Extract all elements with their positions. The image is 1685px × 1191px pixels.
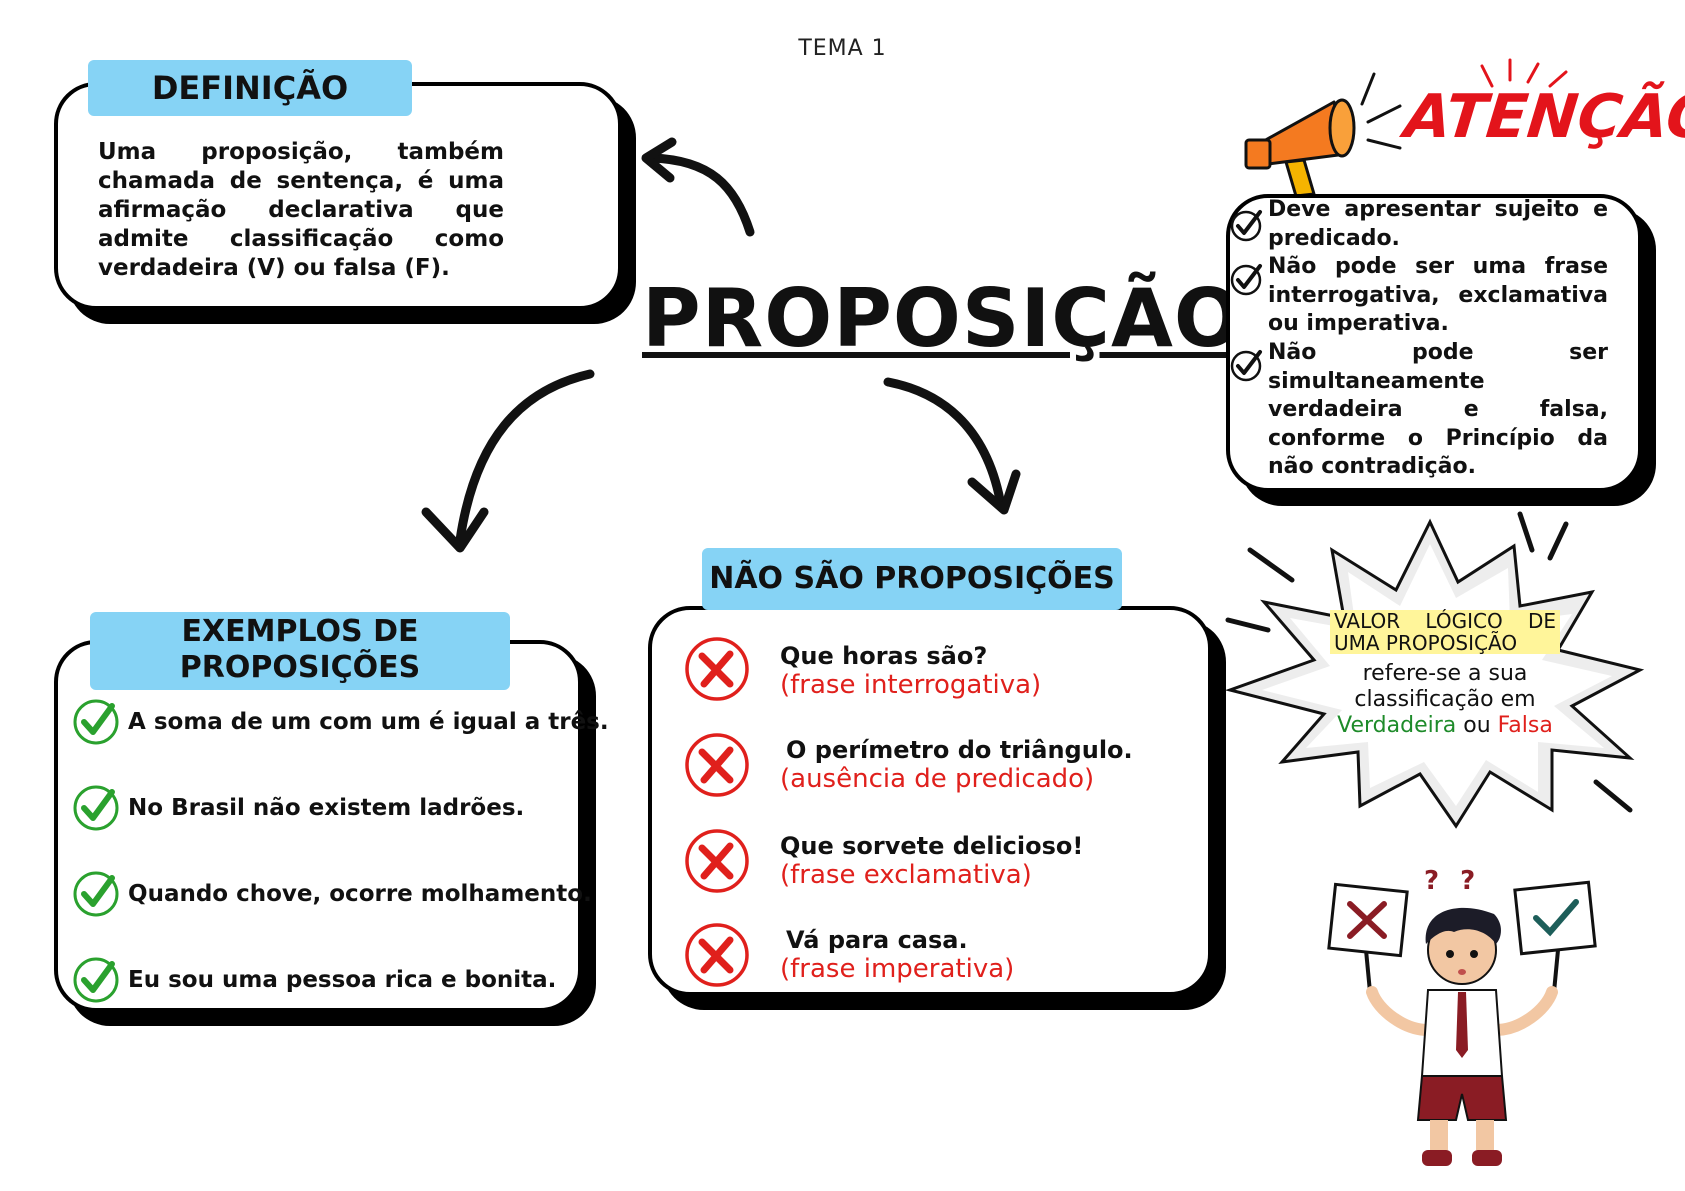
non-proposition-sentence: Que horas são? (780, 642, 988, 670)
non-proposition-reason: (frase imperativa) (780, 954, 1015, 984)
non-proposition-reason: (frase exclamativa) (780, 860, 1032, 890)
example-text: Quando chove, ocorre molhamento. (128, 881, 592, 907)
arrow-to-definition (647, 153, 755, 237)
example-item: Quando chove, ocorre molhamento. (72, 870, 592, 918)
non-proposition-sentence: Vá para casa. (786, 926, 968, 954)
attention-card (1226, 194, 1642, 492)
definition-text: Uma proposição, também chamada de senten… (98, 139, 504, 281)
logical-value-text: refere-se a sua classificação em (1354, 661, 1536, 712)
logical-value-true: Verdadeira (1337, 713, 1457, 738)
definition-card (54, 82, 622, 310)
megaphone-icon (1244, 72, 1402, 198)
check-circle-icon (73, 785, 119, 831)
examples-heading-line2: PROPOSIÇÕES (179, 650, 421, 685)
check-circle-icon (1230, 264, 1262, 296)
definition-heading: DEFINIÇÃO (88, 60, 412, 116)
attention-item: Não pode ser simultaneamente verdadeira … (1268, 340, 1608, 479)
attention-burst-icon (1480, 58, 1568, 88)
example-text: Eu sou uma pessoa rica e bonita. (128, 967, 557, 993)
example-text: No Brasil não existem ladrões. (128, 795, 525, 821)
cross-circle-icon (685, 923, 749, 987)
page-title: PROPOSIÇÃO (642, 272, 1243, 365)
non-proposition-reason: (ausência de predicado) (780, 764, 1095, 794)
check-circle-icon (1230, 210, 1262, 242)
logical-value-box: VALOR LÓGICO DE UMA PROPOSIÇÃO refere-se… (1330, 610, 1560, 739)
examples-heading: EXEMPLOS DE PROPOSIÇÕES (90, 612, 510, 690)
cross-circle-icon (685, 637, 749, 701)
check-circle-icon (73, 699, 119, 745)
examples-heading-line1: EXEMPLOS DE (181, 614, 419, 649)
logical-value-false: Falsa (1497, 713, 1553, 738)
explosion-burst-shape (1224, 511, 1645, 829)
question-marks: ? ? (1424, 866, 1482, 896)
non-propositions-heading: NÃO SÃO PROPOSIÇÕES (702, 548, 1122, 610)
example-item: No Brasil não existem ladrões. (72, 784, 524, 832)
check-circle-icon (1230, 350, 1262, 382)
topic-label: TEMA 1 (798, 36, 887, 61)
non-proposition-sentence: O perímetro do triângulo. (786, 736, 1133, 764)
arrow-to-examples (455, 369, 595, 545)
attention-label: ATENÇÃO! (1401, 82, 1685, 152)
arrow-to-non-propositions (883, 377, 1005, 505)
logical-value-heading: VALOR LÓGICO DE UMA PROPOSIÇÃO (1330, 610, 1560, 654)
example-text: A soma de um com um é igual a três. (128, 709, 609, 735)
logical-value-connector: ou (1463, 713, 1491, 738)
check-circle-icon (73, 871, 119, 917)
example-item: Eu sou uma pessoa rica e bonita. (72, 956, 556, 1004)
attention-item: Deve apresentar sujeito e predicado. (1268, 197, 1608, 251)
boy-with-signs-illustration (1327, 880, 1597, 1166)
non-proposition-sentence: Que sorvete delicioso! (780, 832, 1084, 860)
check-circle-icon (73, 957, 119, 1003)
attention-item: Não pode ser uma frase interrogativa, ex… (1268, 254, 1608, 336)
non-proposition-reason: (frase interrogativa) (780, 670, 1042, 700)
cross-circle-icon (685, 733, 749, 797)
cross-circle-icon (685, 829, 749, 893)
example-item: A soma de um com um é igual a três. (72, 698, 609, 746)
